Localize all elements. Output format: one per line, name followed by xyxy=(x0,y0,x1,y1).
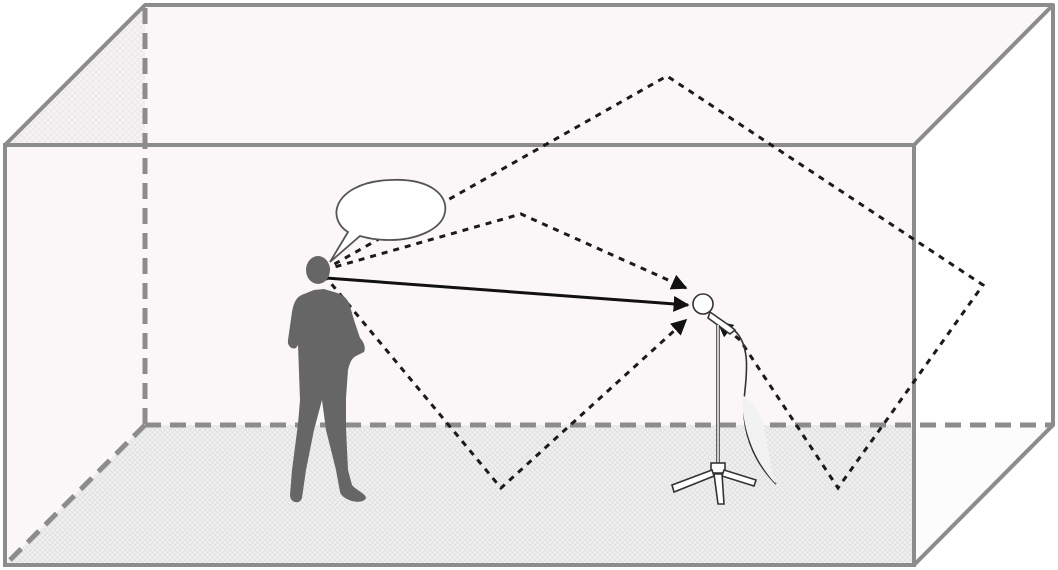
person-body xyxy=(287,289,366,503)
room-floor xyxy=(5,425,1053,565)
reflection-path-floor xyxy=(322,274,688,491)
speech-bubble-icon xyxy=(329,179,447,263)
room-right-edges xyxy=(912,5,1055,567)
reflection-path-ceiling xyxy=(323,212,688,290)
microphone-stand-joint xyxy=(710,462,726,474)
microphone-body xyxy=(707,310,737,336)
microphone-stand-icon xyxy=(671,293,777,505)
direct-sound-path xyxy=(325,276,690,312)
reflection-path-ceiling-wall xyxy=(323,74,986,491)
microphone-head xyxy=(692,293,714,315)
hidden-edge-left-floor xyxy=(8,423,147,562)
room-front-edges xyxy=(3,143,916,567)
person-silhouette-icon xyxy=(287,256,366,503)
person-head xyxy=(306,256,330,284)
microphone-stand-leg-front xyxy=(713,473,725,505)
sound-paths xyxy=(322,74,986,491)
room-box xyxy=(3,3,1055,567)
